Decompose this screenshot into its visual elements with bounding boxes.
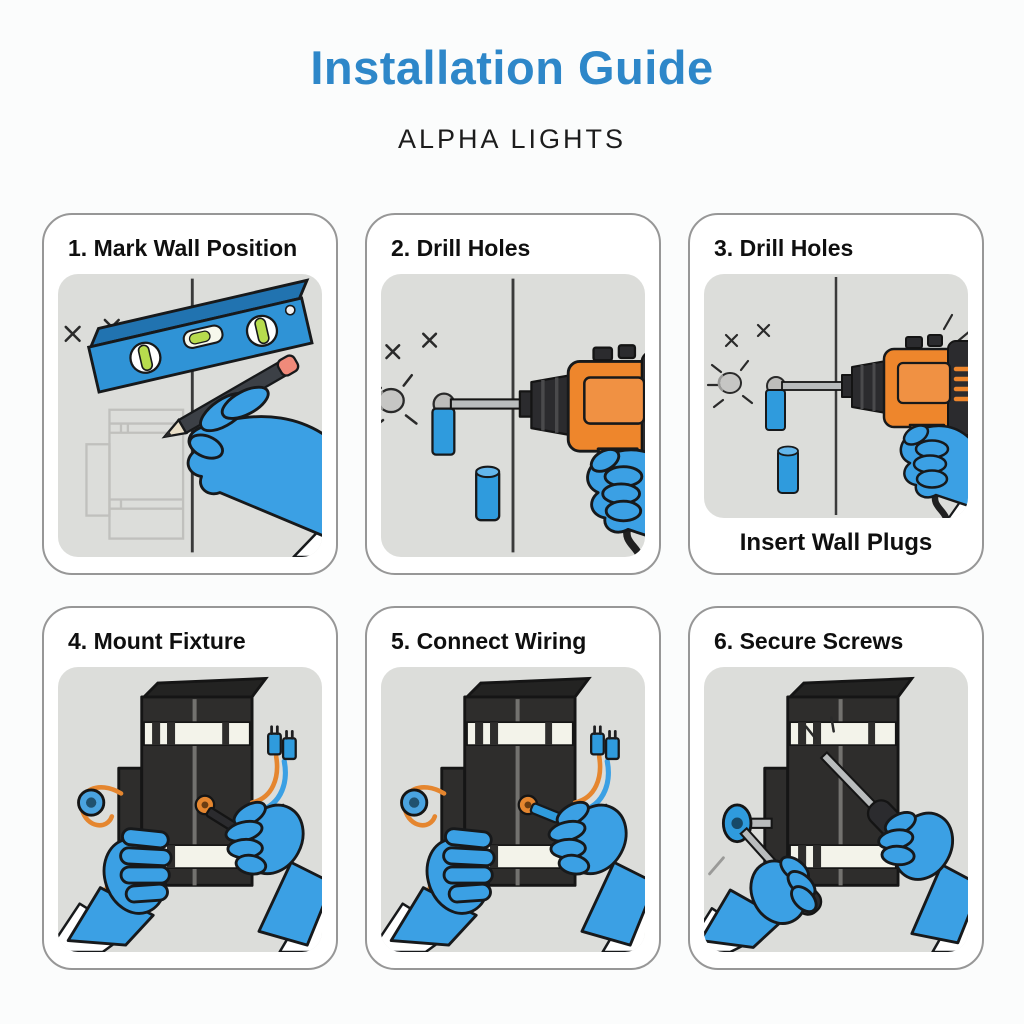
right-hand <box>224 800 322 952</box>
step-title-6: 6. Secure Screws <box>714 627 904 654</box>
left-hand <box>58 826 173 952</box>
wire-connectors <box>266 725 297 760</box>
light-fixture <box>117 676 269 887</box>
step-title-5: 5. Connect Wiring <box>391 627 587 654</box>
wall-plug-inserted <box>765 375 786 431</box>
x-marks <box>724 323 771 347</box>
left-hand <box>704 855 818 952</box>
gloved-hand-pencil <box>186 385 322 557</box>
illustration-connect-wiring <box>381 666 645 952</box>
drill-holes-sparks-illustration <box>706 276 968 518</box>
installation-guide-page: Installation Guide ALPHA LIGHTS 1. Mark … <box>0 0 1024 970</box>
right-wires <box>249 725 297 815</box>
drilled-hole <box>381 387 405 413</box>
wall-plug-loose <box>475 465 501 522</box>
header: Installation Guide ALPHA LIGHTS <box>0 0 1024 155</box>
right-wires <box>572 725 620 815</box>
right-hand <box>877 810 968 952</box>
wall-plug-loose <box>777 445 799 494</box>
spirit-level <box>86 277 314 394</box>
gloved-hand-drill <box>586 447 645 557</box>
step-panel-5: 5. Connect Wiring <box>365 605 661 970</box>
step-title-2: 2. Drill Holes <box>391 234 531 261</box>
drill-bit <box>449 398 526 410</box>
panel-caption: Insert Wall Plugs <box>739 528 933 556</box>
connect-wiring-illustration <box>381 676 645 952</box>
step-panel-6: 6. Secure Screws <box>688 605 984 970</box>
gloved-hand-drill <box>899 423 968 518</box>
step-panel-3: 3. Drill Holes <box>688 212 984 575</box>
illustration-drill-holes-2 <box>704 273 968 518</box>
right-hand <box>547 800 645 952</box>
ghost-fixture-outline <box>85 408 185 540</box>
steps-grid: 1. Mark Wall Position <box>42 212 1024 970</box>
hole-sparks <box>706 359 754 408</box>
step-panel-2: 2. Drill Holes <box>365 212 661 575</box>
illustration-drill-holes <box>381 273 645 557</box>
wiring-point <box>517 794 577 827</box>
step-title-1: 1. Mark Wall Position <box>68 234 298 261</box>
x-marks <box>385 332 438 359</box>
power-cord <box>623 523 644 557</box>
step-title-3: 3. Drill Holes <box>714 234 854 261</box>
drill-bit <box>781 380 847 391</box>
illustration-mount-fixture <box>58 666 322 952</box>
wall-plug-inserted <box>431 392 456 456</box>
mount-fixture-illustration <box>58 676 322 952</box>
illustration-mark-wall <box>58 273 322 557</box>
left-hand <box>381 826 496 952</box>
hole-sparks <box>381 373 418 425</box>
drill-holes-illustration <box>381 278 645 557</box>
wire-connectors <box>589 725 620 760</box>
secure-screws-illustration <box>704 676 968 952</box>
illustration-secure-screws <box>704 666 968 952</box>
step-panel-4: 4. Mount Fixture <box>42 605 338 970</box>
mark-wall-illustration <box>64 277 322 557</box>
motion-lines <box>804 715 835 740</box>
step-panel-1: 1. Mark Wall Position <box>42 212 338 575</box>
step-title-4: 4. Mount Fixture <box>68 627 246 654</box>
page-title: Installation Guide <box>310 41 714 94</box>
side-screw <box>721 803 773 843</box>
page-subtitle: ALPHA LIGHTS <box>397 123 627 154</box>
